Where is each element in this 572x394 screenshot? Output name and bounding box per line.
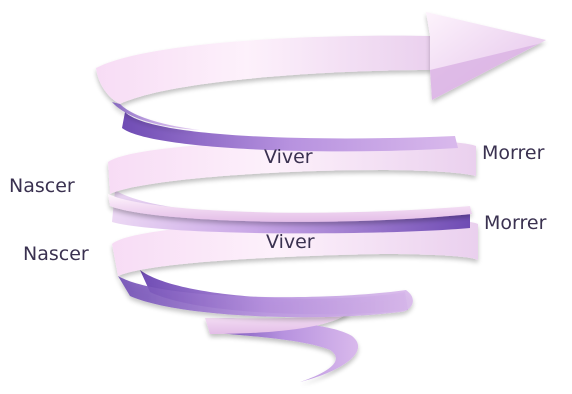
label-viver-bottom: Viver — [266, 231, 315, 253]
spiral-band-lower — [112, 218, 478, 318]
label-nascer-top: Nascer — [9, 175, 75, 197]
label-viver-top: Viver — [264, 146, 313, 168]
label-nascer-bottom: Nascer — [23, 243, 89, 265]
label-morrer-top: Morrer — [482, 142, 545, 164]
spiral-inner-curl-mid — [112, 190, 470, 234]
spiral-band-top — [96, 35, 432, 130]
spiral-inner-curl-top — [122, 112, 458, 152]
spiral-tail — [205, 304, 359, 382]
spiral-band-upper — [108, 139, 476, 222]
label-morrer-bottom: Morrer — [484, 212, 547, 234]
